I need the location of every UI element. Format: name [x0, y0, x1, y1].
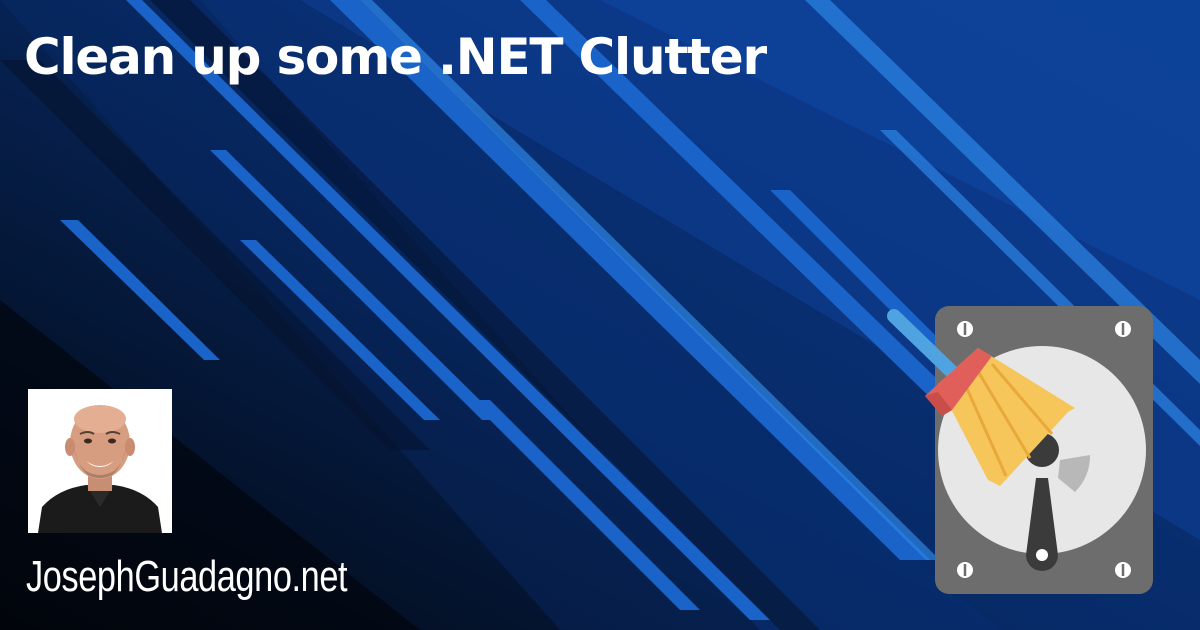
avatar [28, 389, 172, 533]
broom-icon [887, 309, 1075, 486]
site-url: JosephGuadagno.net [26, 552, 348, 601]
hard-drive-icon [887, 306, 1153, 594]
page-title: Clean up some .NET Clutter [24, 28, 767, 86]
